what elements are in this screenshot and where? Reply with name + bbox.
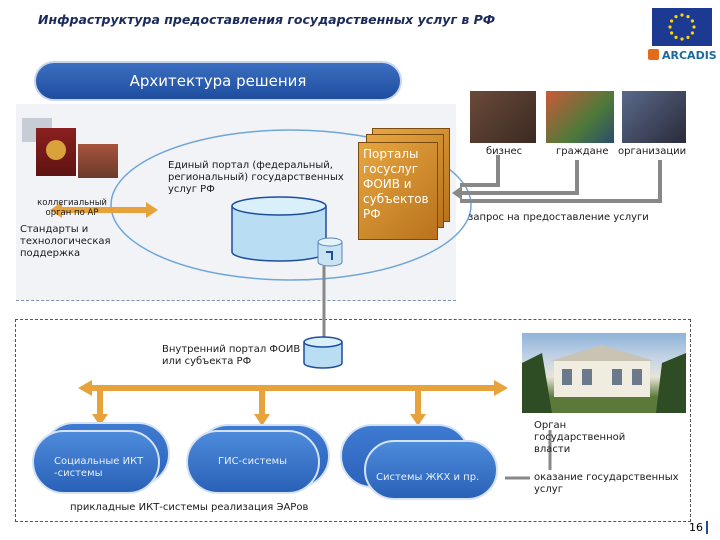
slide-title: Инфраструктура предоставления государств…	[38, 12, 496, 27]
business-photo	[470, 91, 536, 143]
collegial-label: коллегиальный орган по АР	[37, 198, 107, 218]
internal-portal-label: Внутренний портал ФОИВ или субъекта РФ	[162, 344, 301, 367]
social-ict-label: Социальные ИКТ -системы	[54, 456, 144, 479]
social-ict-cloud: Социальные ИКТ -системы	[32, 430, 160, 494]
organizations-photo	[622, 91, 686, 143]
citizens-photo	[546, 91, 614, 143]
regional-portals-card: Порталы госуслуг ФОИВ и субъектов РФ	[358, 142, 438, 240]
authority-building-photo	[522, 333, 686, 413]
portal-database	[230, 196, 328, 262]
standards-label: Стандарты и технологическая поддержка	[20, 224, 111, 259]
arcadis-mark-icon	[648, 49, 659, 60]
rendering-label: оказание государственных услуг	[534, 472, 679, 495]
regional-portals-label: Порталы госуслуг ФОИВ и субъектов РФ	[363, 147, 429, 221]
housing-label: Системы ЖКХ и пр.	[376, 472, 480, 483]
arcadis-logo: ARCADIS	[648, 49, 717, 62]
database-small-icon	[316, 236, 344, 268]
internal-portal-database	[302, 336, 344, 370]
eu-flag-logo	[652, 8, 712, 46]
page-number: 16	[689, 521, 708, 534]
gis-cloud: ГИС-системы	[186, 430, 320, 494]
organizations-label: организации	[618, 146, 687, 157]
applied-systems-label: прикладные ИКТ-системы реализация ЭАРов	[70, 502, 309, 513]
collegial-photo-group	[22, 118, 118, 190]
housing-cloud: Системы ЖКХ и пр.	[364, 440, 498, 500]
meeting-photo	[78, 144, 118, 178]
coat-of-arms-icon	[36, 128, 76, 176]
business-label: бизнес	[486, 146, 523, 157]
portal-ellipse	[110, 129, 472, 281]
architecture-banner: Архитектура решения	[34, 61, 402, 101]
gis-label: ГИС-системы	[218, 456, 288, 467]
unified-portal-label: Единый портал (федеральный, региональный…	[168, 160, 344, 195]
lower-zone	[15, 319, 691, 522]
request-label: запрос на предоставление услуги	[468, 212, 649, 223]
authority-label: Орган государственной власти	[534, 420, 626, 455]
citizens-label: граждане	[556, 146, 609, 157]
